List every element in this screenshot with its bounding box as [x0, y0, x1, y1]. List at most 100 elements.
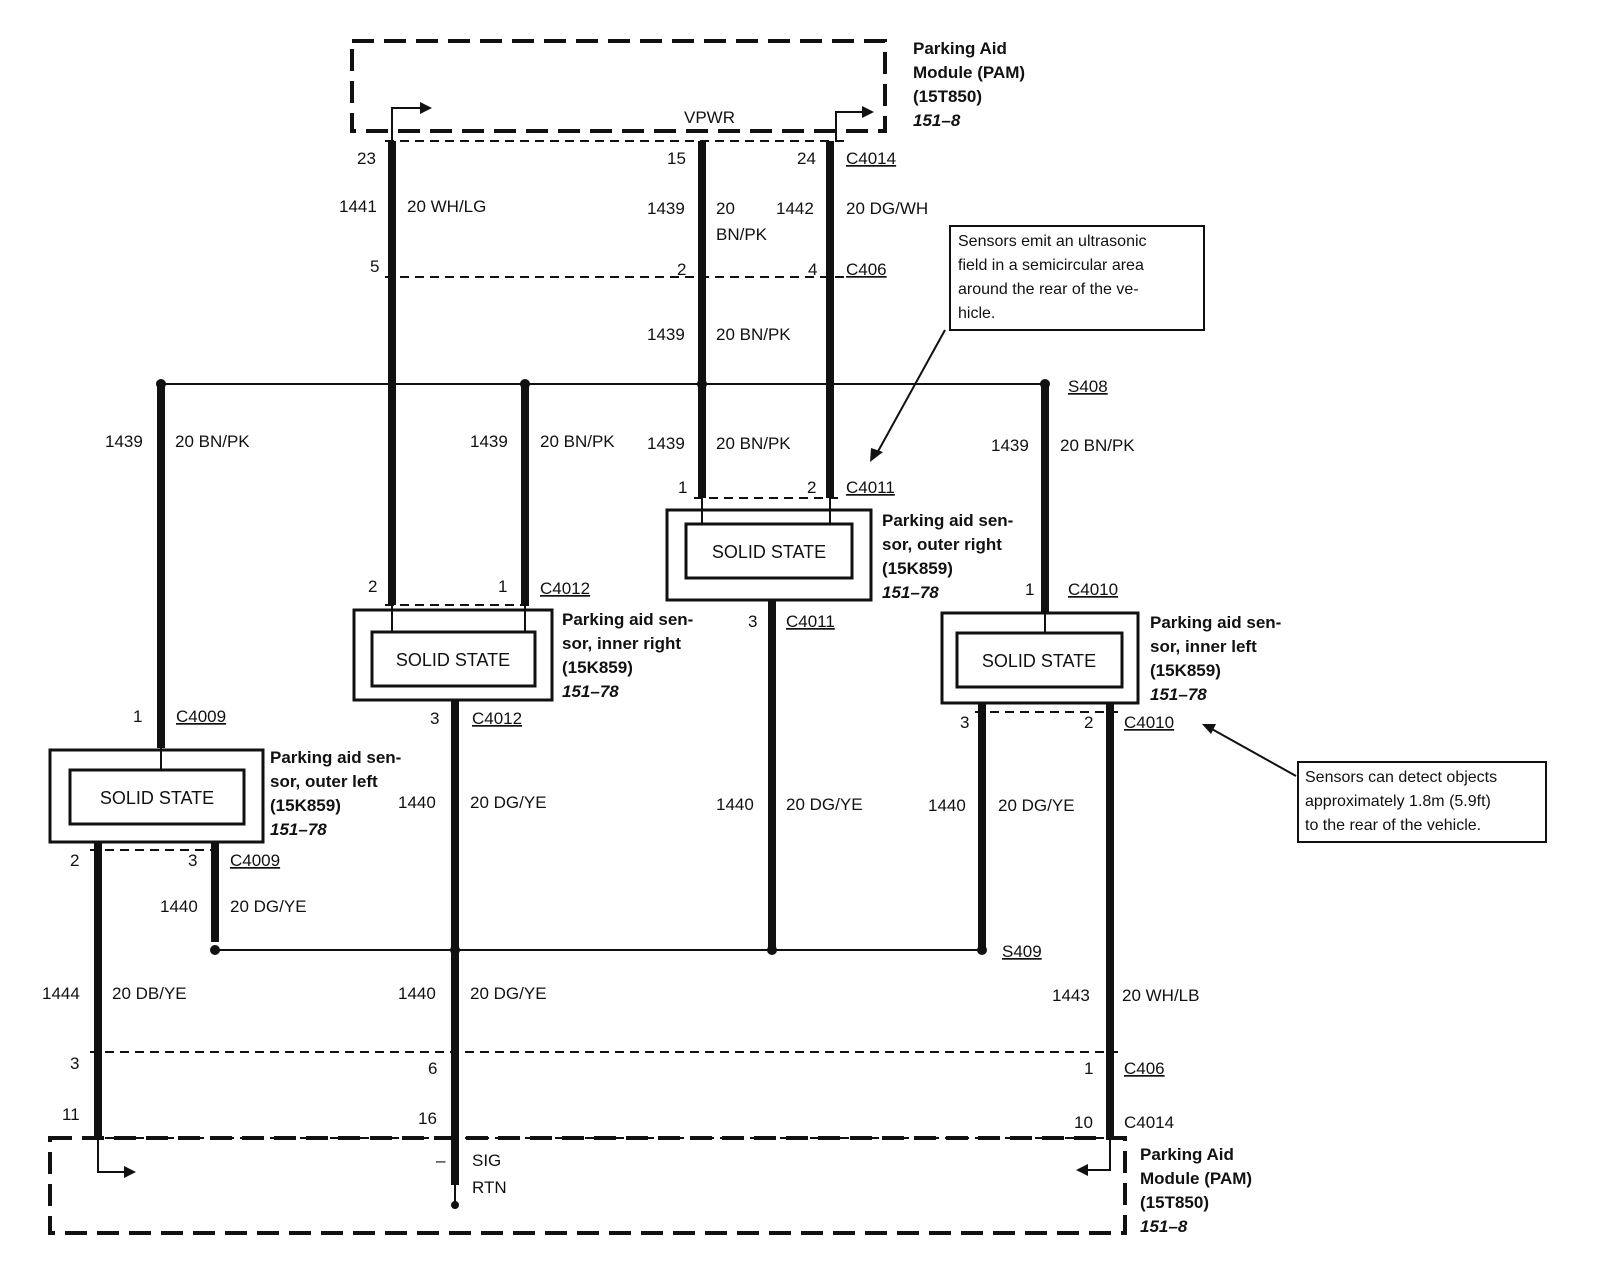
- wire-1440-ol-spec: 20 DG/YE: [230, 897, 307, 916]
- connector-c4012-top: C4012: [540, 579, 590, 598]
- rtn-label: RTN: [472, 1178, 507, 1197]
- note-ultrasonic-pointer: [875, 329, 946, 456]
- note-range-line3: to the rear of the vehicle.: [1305, 817, 1481, 834]
- minus-sign: –: [436, 1151, 446, 1170]
- wire-1441-circuit: 1441: [339, 197, 377, 216]
- pam-bottom-label-1: Parking Aid: [1140, 1145, 1234, 1164]
- arrow-icon: [862, 106, 874, 118]
- pam-bottom-part: (15T850): [1140, 1193, 1209, 1212]
- pam-bottom-ref: 151–8: [1140, 1217, 1188, 1236]
- sensor-inner-right-inner-box: [370, 630, 537, 688]
- pam-module-top-box: [350, 39, 887, 133]
- wire-1444-circuit: 1444: [42, 984, 80, 1003]
- wire-1439-top-circuit: 1439: [647, 199, 685, 218]
- sensor-inner-left-name-1: Parking aid sen-: [1150, 613, 1281, 632]
- wire-1440-or-spec: 20 DG/YE: [786, 795, 863, 814]
- pin-2-inner-left: 2: [1084, 713, 1093, 732]
- note-ultrasonic-line2: field in a semicircular area: [958, 257, 1144, 274]
- connector-c406-top: C406: [846, 260, 887, 279]
- pam-bottom-label-2: Module (PAM): [1140, 1169, 1252, 1188]
- splice-dot: [697, 379, 707, 389]
- sensor-inner-right-ref: 151–78: [562, 682, 619, 701]
- wire-1439-ol-circuit: 1439: [105, 432, 143, 451]
- sensor-outer-left-name-1: Parking aid sen-: [270, 748, 401, 767]
- wire-1439-mid-spec: 20 BN/PK: [716, 325, 791, 344]
- pin-3-c406: 3: [70, 1054, 79, 1073]
- note-range-pointer: [1209, 727, 1297, 777]
- connector-c406-bot: C406: [1124, 1059, 1165, 1078]
- arrow-icon: [1202, 724, 1216, 734]
- connector-c4012-bot: C4012: [472, 709, 522, 728]
- pin-1-inner-right: 1: [498, 577, 507, 596]
- sensor-outer-right-ref: 151–78: [882, 583, 939, 602]
- connector-c4011-top: C4011: [846, 478, 895, 497]
- pam-bottom-left-stub: [97, 1138, 124, 1173]
- pin-2-outer-left: 2: [70, 851, 79, 870]
- pin-1-outer-right: 1: [678, 478, 687, 497]
- splice-dot: [210, 945, 220, 955]
- arrow-icon: [124, 1166, 136, 1178]
- sensor-inner-left-part: (15K859): [1150, 661, 1221, 680]
- wire-1439-mid-circuit: 1439: [647, 325, 685, 344]
- sensor-outer-right-inner-box: [684, 522, 854, 580]
- pin-2-inner-right: 2: [368, 577, 377, 596]
- pin-3-inner-left: 3: [960, 713, 969, 732]
- splice-dot: [767, 945, 777, 955]
- connector-c4011-bot: C4011: [786, 612, 835, 631]
- sensor-outer-right-name-2: sor, outer right: [882, 535, 1002, 554]
- note-ultrasonic-line3: around the rear of the ve-: [958, 281, 1139, 298]
- wire-1440-ol-circuit: 1440: [160, 897, 198, 916]
- sensor-inner-right-name-1: Parking aid sen-: [562, 610, 693, 629]
- pin-5: 5: [370, 257, 379, 276]
- sensor-inner-left-name-2: sor, inner left: [1150, 637, 1257, 656]
- connector-c4010-bot: C4010: [1124, 713, 1174, 732]
- pin-10: 10: [1074, 1113, 1093, 1132]
- sensor-inner-left-ref: 151–78: [1150, 685, 1207, 704]
- sensor-inner-right-name-2: sor, inner right: [562, 634, 681, 653]
- pin-23: 23: [357, 149, 376, 168]
- splice-dot: [977, 945, 987, 955]
- wire-1440-ir-circuit: 1440: [398, 793, 436, 812]
- sensor-inner-left-inner-box: [955, 631, 1124, 689]
- wire-1439-ol-spec: 20 BN/PK: [175, 432, 250, 451]
- pin-2-outer-right: 2: [807, 478, 816, 497]
- ground-icon: [451, 1201, 459, 1209]
- wire-1439-or-spec: 20 BN/PK: [716, 434, 791, 453]
- connector-c4014-top: C4014: [846, 149, 896, 168]
- pin-15: 15: [667, 149, 686, 168]
- note-range-line2: approximately 1.8m (5.9ft): [1305, 793, 1491, 810]
- pam-top-left-stub: [391, 107, 420, 140]
- pin-3-inner-right: 3: [430, 709, 439, 728]
- wire-1440-bot-spec: 20 DG/YE: [470, 984, 547, 1003]
- pin-1-inner-left: 1: [1025, 580, 1034, 599]
- pin-16: 16: [418, 1109, 437, 1128]
- pam-top-ref: 151–8: [913, 111, 961, 130]
- splice-dot: [450, 945, 460, 955]
- sig-label: SIG: [472, 1151, 501, 1170]
- connector-c4010-top: C4010: [1068, 580, 1118, 599]
- note-ultrasonic-line1: Sensors emit an ultrasonic: [958, 233, 1147, 250]
- pin-11: 11: [62, 1105, 80, 1124]
- sensor-inner-right-part: (15K859): [562, 658, 633, 677]
- sensor-outer-right-box-label: SOLID STATE: [712, 542, 826, 562]
- wire-1443-spec: 20 WH/LB: [1122, 986, 1199, 1005]
- sensor-outer-left-box-label: SOLID STATE: [100, 788, 214, 808]
- wire-1439-or-circuit: 1439: [647, 434, 685, 453]
- pin-3-outer-left: 3: [188, 851, 197, 870]
- pam-module-bottom-box: [48, 1136, 1127, 1235]
- wire-1440-or-circuit: 1440: [716, 795, 754, 814]
- wire-1440-ir-spec: 20 DG/YE: [470, 793, 547, 812]
- pin-6: 6: [428, 1059, 437, 1078]
- pin-1-c406: 1: [1084, 1059, 1093, 1078]
- pam-top-label-2: Module (PAM): [913, 63, 1025, 82]
- wire-1440-il-circuit: 1440: [928, 796, 966, 815]
- wire-1439-top-gauge: 20: [716, 199, 735, 218]
- vpwr-label: VPWR: [684, 108, 735, 127]
- arrow-icon: [870, 448, 883, 462]
- connector-c4009-bot: C4009: [230, 851, 280, 870]
- wire-1439-ir-spec: 20 BN/PK: [540, 432, 615, 451]
- sensor-outer-left-ref: 151–78: [270, 820, 327, 839]
- wire-1440-il-spec: 20 DG/YE: [998, 796, 1075, 815]
- connector-c4009-top: C4009: [176, 707, 226, 726]
